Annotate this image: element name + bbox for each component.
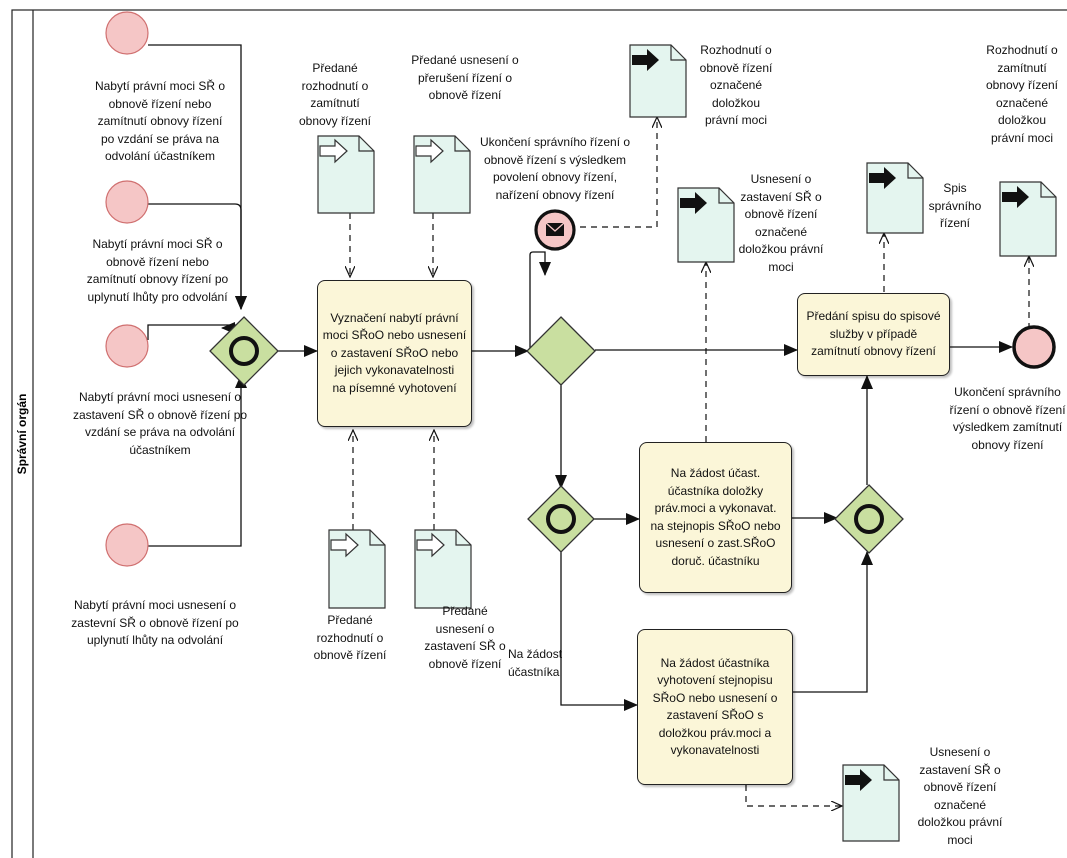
doc-input-3-label: Předané rozhodnutí o obnově řízení: [313, 613, 387, 662]
end-event: [1012, 325, 1056, 369]
doc-output-5-label: Usnesení o zastavení SŘ o obnově řízení …: [917, 745, 1003, 847]
doc-output-2-label: Usnesení o zastavení SŘ o obnově řízení …: [738, 172, 824, 274]
pool-frame: [11, 9, 1067, 858]
start-event-2-label: Nabytí právní moci SŘ o obnově řízení ne…: [86, 237, 229, 304]
assoc-msg-o1: [580, 117, 657, 228]
task-issue-copy-with-clause[interactable]: Na žádost účastníka vyhotovení stejnopis…: [637, 629, 793, 785]
start-event-1: [105, 11, 149, 55]
start-event-3-label: Nabytí právní moci usnesení o zastavení …: [72, 390, 248, 457]
flow-condition-label: Na žádost účastníka: [508, 647, 563, 679]
start-event-1-label: Nabytí právní moci SŘ o obnově řízení ne…: [94, 79, 226, 163]
task-attach-clause-on-request[interactable]: Na žádost účast. účastníka doložky práv.…: [639, 442, 792, 593]
doc-input-3: [328, 529, 386, 609]
gateway-inclusive-join: [834, 484, 904, 554]
doc-input-4-label: Předané usnesení o zastavení SŘ o obnově…: [424, 604, 506, 671]
doc-input-1: [317, 135, 375, 214]
start-event-2: [105, 180, 149, 224]
start-event-3: [105, 324, 149, 368]
end-event-label: Ukončení správního řízení o obnově řízen…: [949, 385, 1066, 452]
doc-output-3: [866, 162, 924, 234]
start-event-4-label: Nabytí právní moci usnesení o zastevní S…: [71, 598, 239, 647]
doc-output-4: [999, 181, 1057, 257]
doc-output-3-label: Spis správního řízení: [928, 181, 982, 230]
gateway-merge-start: [209, 316, 279, 386]
doc-input-4: [414, 529, 472, 609]
flow-task4-gw4: [793, 551, 873, 693]
flow-gw3-task4: [560, 552, 638, 711]
doc-input-2: [413, 135, 471, 214]
doc-input-2-label: Předané usnesení o přerušení řízení o ob…: [411, 53, 519, 102]
message-end-event: [534, 209, 576, 251]
flow-start2-gw1: [148, 203, 247, 310]
doc-output-1: [629, 44, 687, 118]
gateway-exclusive: [526, 316, 596, 386]
doc-output-4-label: Rozhodnutí o zamítnutí obnovy řízení ozn…: [985, 43, 1059, 145]
flow-start4-gw1: [148, 374, 247, 547]
gateway-inclusive-split: [527, 485, 595, 553]
task-mark-legal-force[interactable]: Vyznačení nabytí právní moci SŘoO nebo u…: [317, 280, 472, 427]
doc-output-5: [842, 764, 900, 842]
lane-label: Správní orgán: [15, 393, 29, 475]
assoc-task4-o5: [745, 785, 842, 806]
start-event-4: [105, 523, 149, 567]
message-event-label: Ukončení správního řízení o obnově řízen…: [479, 135, 631, 202]
doc-input-1-label: Předané rozhodnutí o zamítnutí obnovy ří…: [298, 61, 372, 128]
lane-header: Správní orgán: [12, 10, 32, 858]
task-hand-over-file[interactable]: Předání spisu do spisové služby v případ…: [797, 293, 950, 376]
doc-output-1-label: Rozhodnutí o obnově řízení označené dolo…: [699, 43, 773, 127]
flow-to-message: [529, 251, 551, 351]
doc-output-2: [677, 187, 735, 263]
